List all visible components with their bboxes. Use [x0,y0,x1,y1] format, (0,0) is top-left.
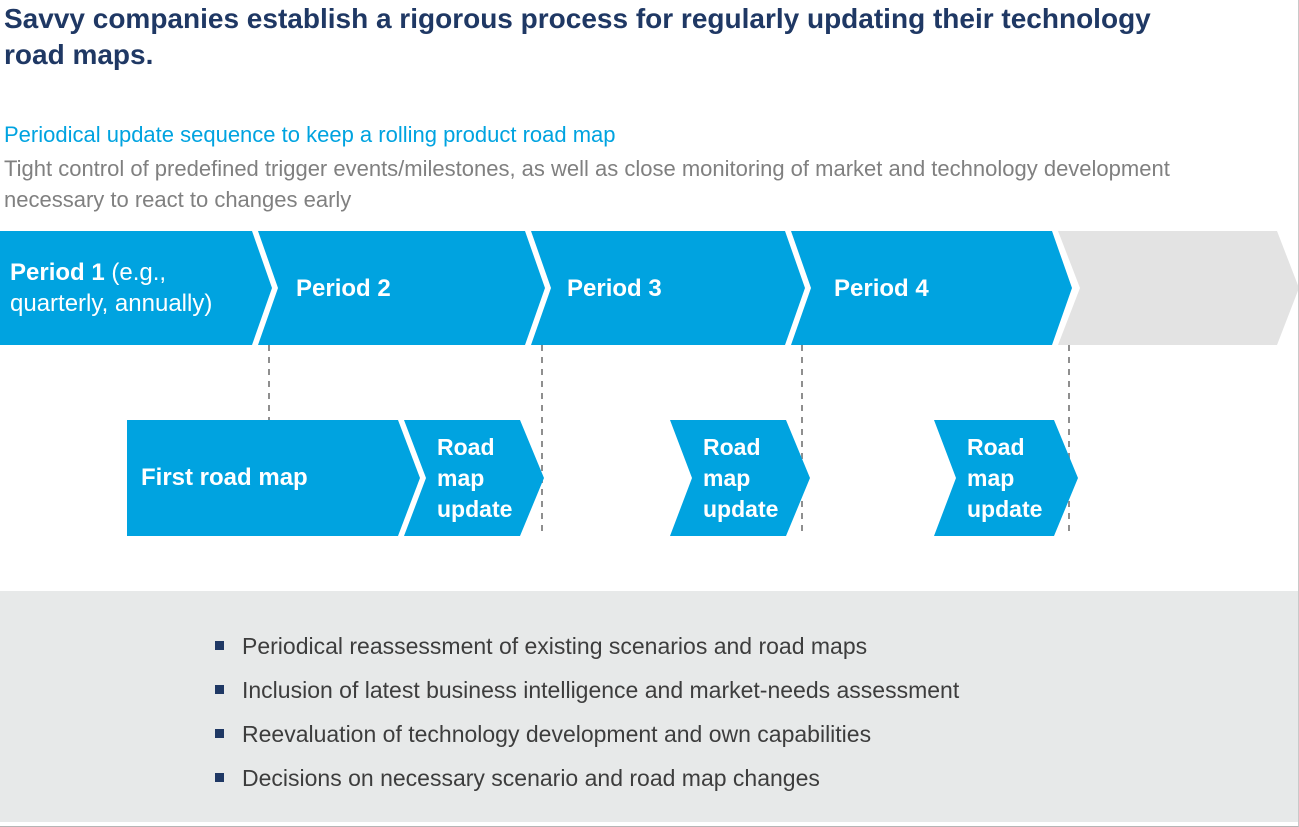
dashed-connector-4 [1068,345,1070,537]
period-segment-2: Period 2 [258,231,545,345]
period-label: Period 3 [567,273,662,304]
page-subtitle: Periodical update sequence to keep a rol… [4,122,616,147]
period-segment-4: Period 4 [791,231,1072,345]
summary-panel: Periodical reassessment of existing scen… [0,591,1298,822]
period-segment-1: Period 1 (e.g., quarterly, annually) [0,231,272,345]
bullet-item: Reevaluation of technology development a… [215,719,1215,749]
dashed-connector-2 [541,345,543,537]
first-roadmap-arrow: First road map [127,420,420,536]
bullet-marker-icon [215,685,224,694]
period-label: Period 2 [296,273,391,304]
roadmap-update-arrow-1: Road map update [404,420,544,536]
bullet-marker-icon [215,641,224,650]
bullet-item: Decisions on necessary scenario and road… [215,763,1215,793]
period-suffix: (e.g., quarterly, annually) [10,259,213,317]
period-segment-3: Period 3 [531,231,805,345]
page-title: Savvy companies establish a rigorous pro… [4,3,1151,70]
period-name: Period 2 [296,274,391,302]
period-name: Period 3 [567,274,662,302]
period-label: Period 4 [834,273,929,304]
bullet-text: Periodical reassessment of existing scen… [242,633,868,659]
roadmap-update-arrow-2: Road map update [670,420,810,536]
dashed-connector-3 [801,345,803,537]
bullet-list: Periodical reassessment of existing scen… [215,631,1215,807]
bullet-text: Decisions on necessary scenario and road… [242,765,820,791]
timeline-tail-arrow [1058,231,1299,345]
bullet-text: Inclusion of latest business intelligenc… [242,677,960,703]
period-name: Period 1 [10,259,105,286]
bullet-text: Reevaluation of technology development a… [242,721,872,747]
bullet-item: Periodical reassessment of existing scen… [215,631,1215,661]
period-label: Period 1 (e.g., quarterly, annually) [10,257,245,319]
roadmap-update-label: Road map update [967,433,1043,522]
roadmap-update-arrow-3: Road map update [934,420,1078,536]
timeline-band: Period 1 (e.g., quarterly, annually) Per… [0,231,1299,345]
roadmap-update-label: Road map update [703,433,779,522]
period-name: Period 4 [834,274,929,302]
first-roadmap-label: First road map [141,464,308,491]
bullet-marker-icon [215,773,224,782]
bullet-marker-icon [215,729,224,738]
bullet-item: Inclusion of latest business intelligenc… [215,675,1215,705]
roadmap-update-label: Road map update [437,433,513,522]
page-description: Tight control of predefined trigger even… [4,156,1170,212]
